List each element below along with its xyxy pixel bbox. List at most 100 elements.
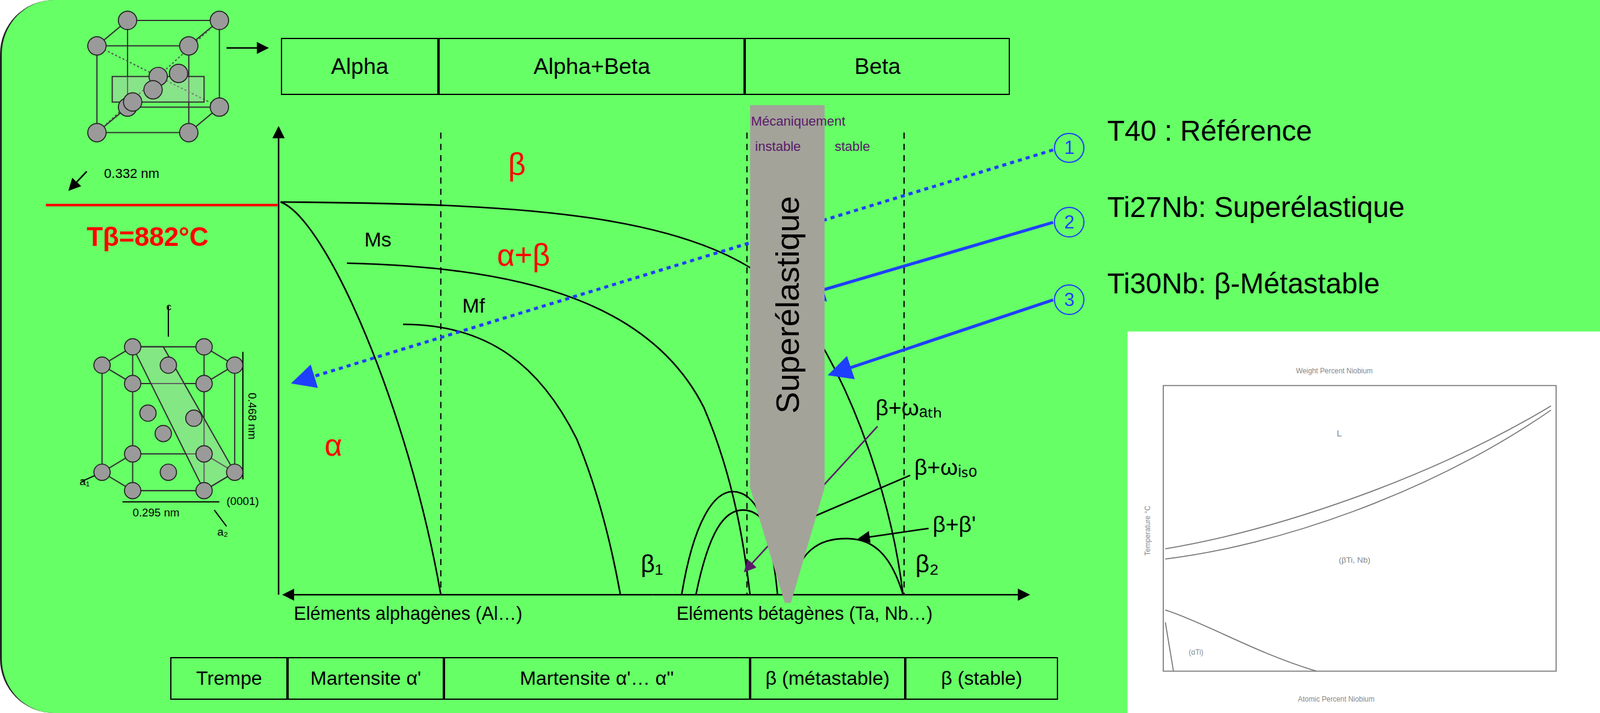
inset-diagram: [1127, 331, 1600, 713]
atoms: [93, 338, 244, 499]
drawing-stroke: [169, 64, 189, 84]
curve-label: Ms: [364, 228, 392, 251]
phase-label: β: [508, 147, 526, 182]
band-fill: [750, 105, 825, 604]
node-text: 3: [1064, 289, 1075, 311]
drawing-stroke: [1127, 331, 1600, 713]
drawing-stroke: [96, 20, 220, 133]
bcc-cell: [96, 20, 220, 133]
drawing-stroke: [160, 464, 177, 481]
drawing-stroke: [1163, 385, 1557, 672]
drawing-stroke: [124, 375, 141, 392]
band-title: Superélastique: [768, 196, 807, 414]
drawing-stroke: [440, 132, 905, 596]
node-text: β (stable): [940, 667, 1022, 690]
axis-title: Eléments alphagènes (Al…): [294, 603, 523, 625]
drawing-stroke: [653, 594, 1029, 597]
phase-label: β₁: [640, 550, 663, 579]
node-text: Beta: [854, 53, 902, 80]
inset-axis: Atomic Percent Niobium: [1298, 695, 1375, 704]
header-cell: Beta: [744, 37, 1010, 96]
drawing-stroke: [179, 123, 199, 142]
transus-line: [45, 203, 278, 207]
drawing-stroke: [803, 222, 1054, 296]
drawing-stroke: [185, 410, 203, 427]
dim-label: 0.468 nm: [246, 392, 259, 440]
inset-label: (βTi, Nb): [1338, 556, 1371, 566]
drawing-stroke: [196, 338, 213, 355]
drawing-stroke: [102, 347, 236, 491]
drawing-stroke: [196, 483, 213, 500]
drawing-stroke: [347, 263, 751, 595]
phase-label: α+β: [496, 238, 550, 273]
drawing-stroke: [93, 464, 111, 481]
axis-label: a₂: [217, 526, 228, 539]
drawing-stroke: [283, 594, 654, 597]
drawing-stroke: [830, 300, 1054, 375]
drawing-stroke: [226, 357, 244, 374]
node-text: β (métastable): [765, 667, 891, 690]
dim-label: 0.332 nm: [104, 166, 160, 182]
table-cell: Martensite α'… α'': [443, 657, 751, 701]
legend-text: Ti27Nb: Superélastique: [1107, 191, 1406, 224]
drawing-stroke: [124, 483, 141, 500]
drawing-stroke: [1165, 610, 1317, 672]
band-note: instable: [754, 139, 801, 154]
phase-label: β₂: [915, 550, 939, 579]
header-cell: Alpha+Beta: [438, 37, 745, 96]
hcp-cell: [81, 306, 244, 527]
plot-axes: [278, 127, 1029, 595]
callout-number: 1: [1053, 132, 1085, 164]
drawing-stroke: [155, 425, 172, 443]
drawing-stroke: [209, 11, 229, 31]
drawing-stroke: [122, 351, 244, 502]
table-cell: Martensite α': [287, 657, 444, 701]
node-text: Alpha: [330, 53, 388, 80]
plane-label: (0001): [226, 495, 260, 509]
phase-label: β+ωᵢₛₒ: [914, 455, 977, 480]
node-text: Martensite α'… α'': [519, 667, 674, 690]
inset-label: L: [1336, 428, 1342, 440]
node-text: 1: [1064, 137, 1075, 159]
phase-label: β+β': [932, 512, 977, 538]
drawing-stroke: [209, 98, 229, 117]
drawing-stroke: [124, 445, 141, 462]
callout-number: 3: [1053, 284, 1085, 316]
drawing-stroke: [87, 123, 107, 142]
legend-text: Ti30Nb: β-Métastable: [1107, 268, 1380, 300]
drawing-stroke: [118, 11, 138, 31]
legend-text: T40 : Référence: [1107, 115, 1313, 147]
drawing-stroke: [196, 445, 213, 462]
axis-arrow: [69, 171, 87, 191]
drawing-stroke: [143, 80, 163, 100]
band-note: Mécaniquement: [751, 114, 846, 129]
callout-number: 2: [1053, 206, 1085, 238]
dashed-limits: [440, 132, 905, 596]
atoms: [87, 11, 229, 142]
drawing-stroke: [858, 528, 929, 539]
inset-label: (αTi): [1188, 649, 1204, 657]
drawing-stroke: [132, 347, 236, 491]
drawing-stroke: [179, 36, 199, 56]
leader-lines: [294, 149, 1054, 572]
table-cell: β (métastable): [750, 657, 906, 701]
drawing-stroke: [1165, 406, 1551, 560]
drawing-stroke: [277, 127, 280, 595]
drawing-stroke: [87, 36, 107, 56]
drawing-stroke: [226, 464, 244, 481]
drawing-stroke: [139, 405, 156, 422]
drawing-stroke: [196, 375, 213, 392]
axis-arrow: [226, 46, 268, 49]
node-text: Trempe: [196, 667, 263, 690]
inset-axis: Weight Percent Niobium: [1295, 367, 1373, 376]
axis-label: a₁: [79, 475, 90, 489]
curve-label: Mf: [461, 294, 485, 317]
transus-label: Tβ=882°C: [86, 222, 209, 253]
drawing-stroke: [280, 202, 441, 595]
drawing-stroke: [124, 338, 141, 355]
axis-label: c: [166, 301, 172, 314]
phase-label: α: [324, 428, 342, 463]
phase-label: β+ωₐₜₕ: [875, 395, 942, 421]
table-cell: Trempe: [170, 657, 288, 701]
table-cell: β (stable): [905, 657, 1059, 701]
